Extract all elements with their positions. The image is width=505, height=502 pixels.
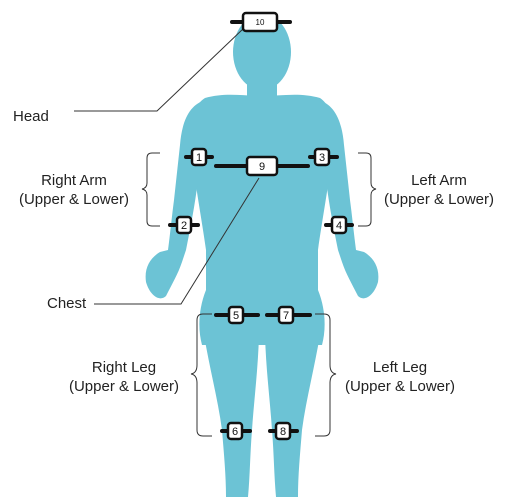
sensor-4-number: 4 xyxy=(336,220,342,232)
sensor-9-number: 9 xyxy=(259,161,265,173)
sensor-1-number: 1 xyxy=(196,152,202,164)
sensor-3-number: 3 xyxy=(319,152,325,164)
sensor-8-number: 8 xyxy=(280,426,286,438)
sensor-7-number: 7 xyxy=(283,310,289,322)
left-arm-bracket xyxy=(358,153,376,226)
sensor-10-number: 10 xyxy=(256,18,265,27)
right-leg-shape xyxy=(204,335,259,497)
right-arm-bracket xyxy=(142,153,160,226)
human-silhouette xyxy=(146,14,379,497)
right-leg-label-line2: (Upper & Lower) xyxy=(58,377,190,396)
right-arm-label-line2: (Upper & Lower) xyxy=(8,190,140,209)
head-label: Head xyxy=(13,107,49,126)
left-leg-label: Left Leg (Upper & Lower) xyxy=(334,358,466,396)
right-arm-label-line1: Right Arm xyxy=(8,171,140,190)
left-leg-label-line1: Left Leg xyxy=(334,358,466,377)
left-arm-label: Left Arm (Upper & Lower) xyxy=(375,171,503,209)
sensor-5-number: 5 xyxy=(233,310,239,322)
left-arm-label-line2: (Upper & Lower) xyxy=(375,190,503,209)
right-leg-label: Right Leg (Upper & Lower) xyxy=(58,358,190,396)
left-leg-label-line2: (Upper & Lower) xyxy=(334,377,466,396)
chest-label: Chest xyxy=(47,294,86,313)
torso-shape xyxy=(191,95,333,300)
sensor-2-number: 2 xyxy=(181,220,187,232)
left-arm-label-line1: Left Arm xyxy=(375,171,503,190)
sensor-6-number: 6 xyxy=(232,426,238,438)
left-leg-shape xyxy=(265,335,320,497)
right-arm-label: Right Arm (Upper & Lower) xyxy=(8,171,140,209)
right-leg-label-line1: Right Leg xyxy=(58,358,190,377)
